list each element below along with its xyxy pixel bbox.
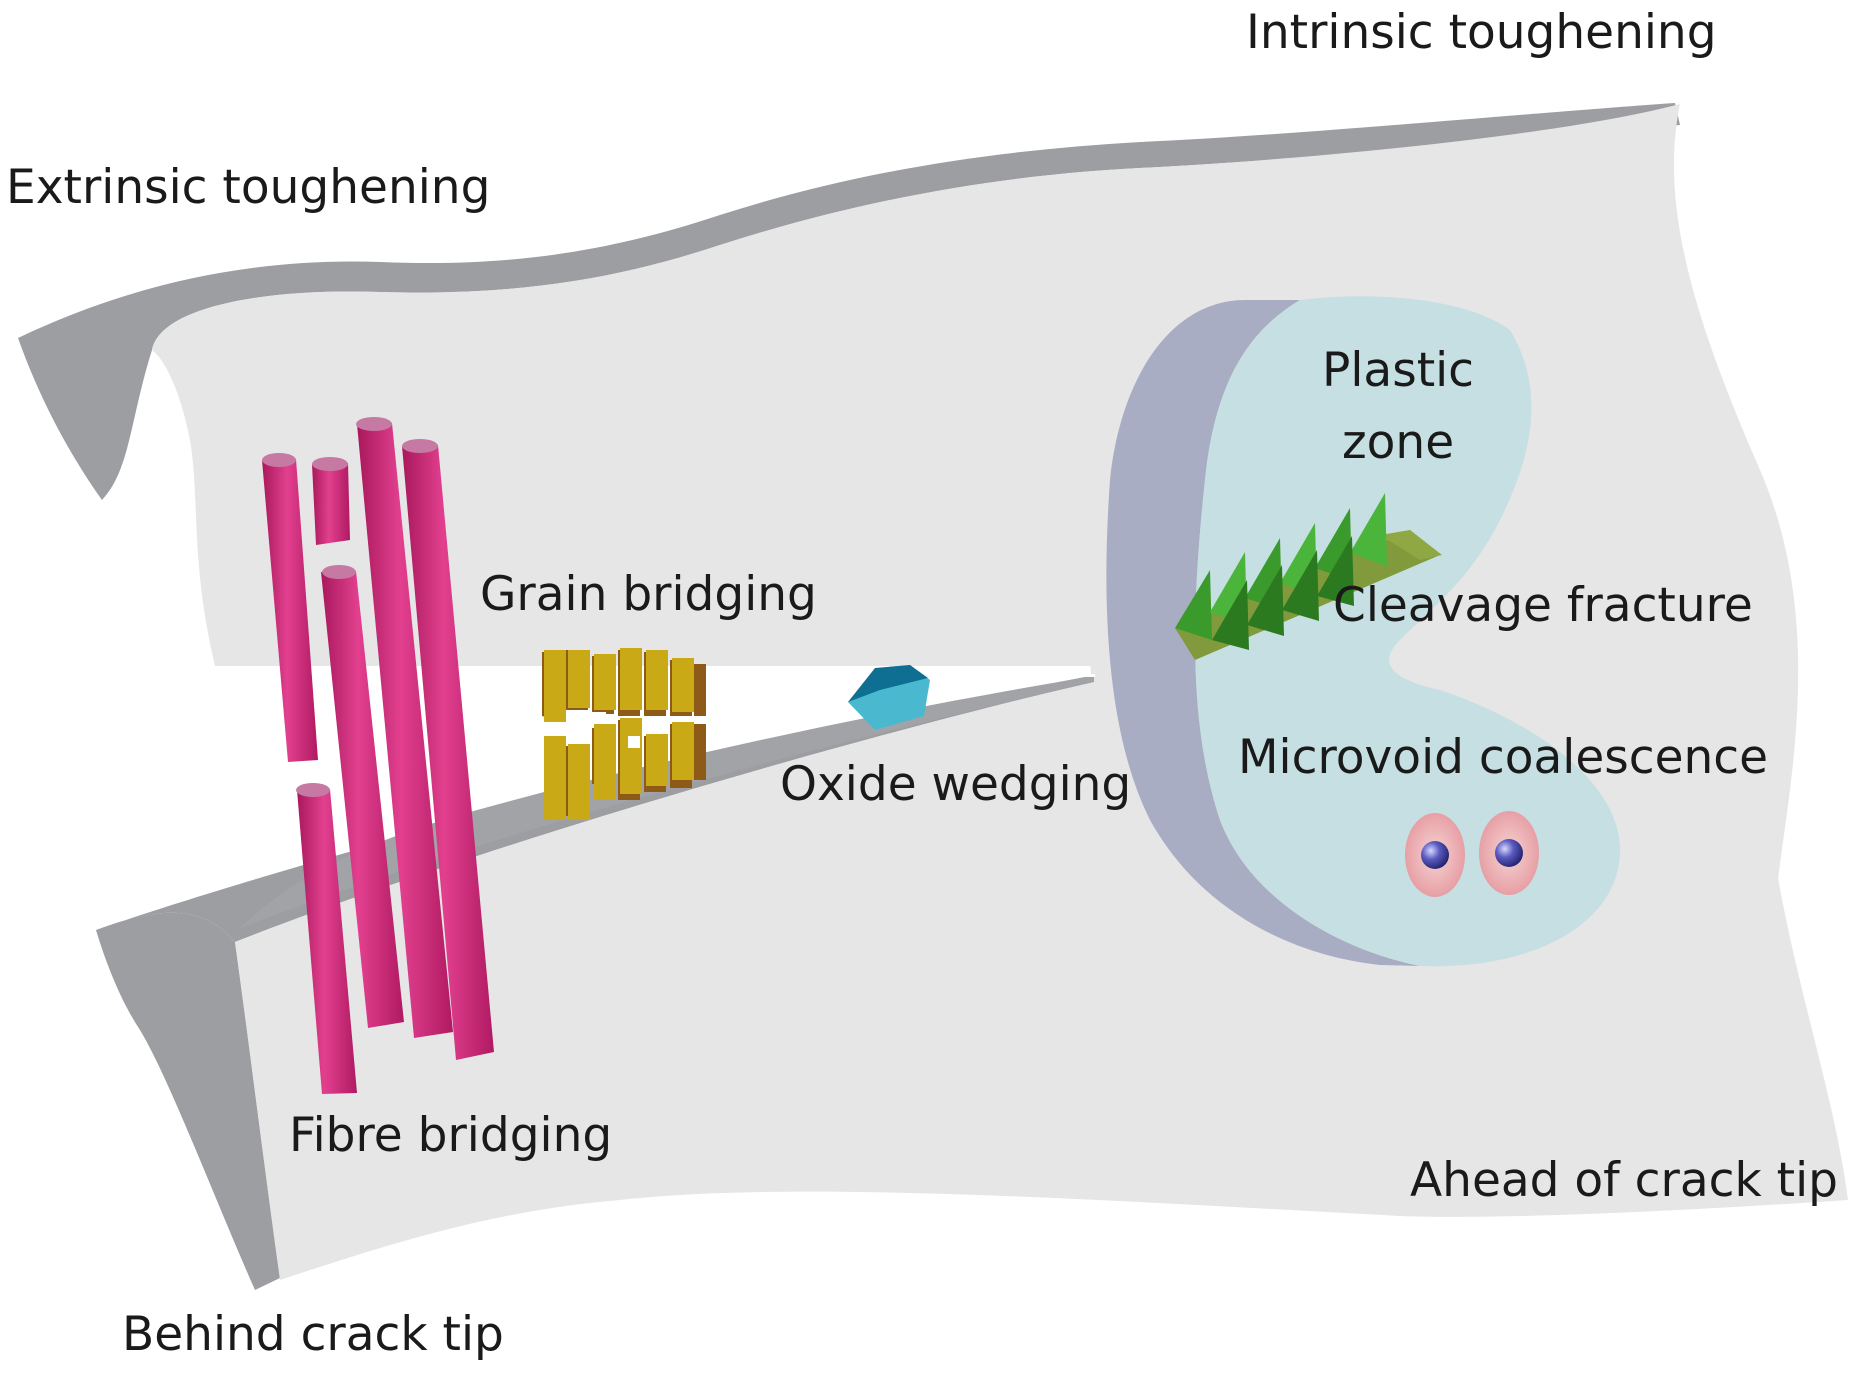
label-plastic-zone-line2: zone bbox=[1342, 415, 1455, 470]
lower-slab-edge bbox=[96, 912, 280, 1290]
microvoids bbox=[1405, 811, 1539, 897]
label-cleavage-fracture: Cleavage fracture bbox=[1333, 578, 1753, 633]
cleavage-teeth bbox=[1175, 493, 1387, 650]
grain-bridging-blocks bbox=[542, 648, 706, 820]
label-behind-crack-tip: Behind crack tip bbox=[122, 1307, 504, 1362]
fibres bbox=[262, 417, 494, 1094]
label-ahead-of-crack-tip: Ahead of crack tip bbox=[1410, 1153, 1838, 1208]
label-grain-bridging: Grain bridging bbox=[480, 567, 817, 622]
label-plastic-zone-line1: Plastic bbox=[1322, 343, 1475, 398]
cleavage-base-top bbox=[1380, 530, 1442, 560]
label-microvoid-coalescence: Microvoid coalescence bbox=[1238, 730, 1769, 785]
crack-wedge-face bbox=[240, 676, 1094, 928]
label-oxide-wedging: Oxide wedging bbox=[780, 757, 1132, 812]
label-fibre-bridging: Fibre bridging bbox=[289, 1108, 613, 1163]
plastic-zone-side bbox=[1106, 300, 1420, 966]
plastic-zone-fill bbox=[1195, 296, 1620, 967]
void-core bbox=[1495, 839, 1523, 867]
upper-slab-edge bbox=[18, 103, 1680, 500]
oxide-wedge bbox=[848, 665, 930, 730]
void-core bbox=[1421, 841, 1449, 869]
label-extrinsic-toughening: Extrinsic toughening bbox=[6, 160, 491, 215]
label-intrinsic-toughening: Intrinsic toughening bbox=[1246, 5, 1717, 60]
